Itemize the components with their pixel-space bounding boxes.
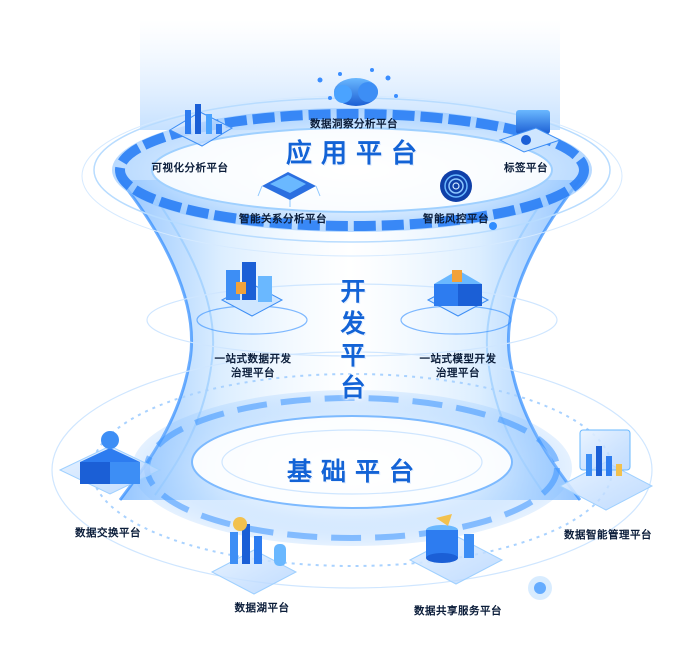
module-risk: 智能风控平台 (423, 213, 489, 225)
model-cube-icon (426, 270, 490, 317)
module-model: 一站式模型开发 治理平台 (420, 352, 497, 380)
module-share: 数据共享服务平台 (414, 605, 502, 617)
data-manage-icon (558, 429, 654, 511)
module-devgov: 一站式数据开发 治理平台 (215, 352, 292, 380)
chip-icon (257, 172, 321, 207)
data-exchange-icon (58, 431, 162, 495)
tag-monitor-icon (498, 110, 562, 153)
cloud-network-icon (317, 68, 398, 106)
module-exchange: 数据交换平台 (75, 527, 141, 539)
development-layer-title: 开发平台 (340, 277, 366, 402)
module-tag: 标签平台 (504, 162, 548, 174)
foundation-layer-title: 基础平台 (287, 457, 424, 486)
module-relation: 智能关系分析平台 (239, 213, 327, 225)
data-share-icon (408, 514, 504, 585)
application-layer-title: 应用平台 (286, 139, 427, 169)
chart-tablet-icon (168, 104, 234, 147)
module-devgov-line1: 一站式数据开发 (214, 353, 292, 365)
module-insight: 数据洞察分析平台 (310, 118, 398, 130)
module-model-line2: 治理平台 (436, 367, 480, 379)
module-model-line1: 一站式模型开发 (419, 353, 497, 365)
data-lake-icon (210, 517, 298, 595)
data-cubes-icon (220, 262, 284, 317)
module-visual: 可视化分析平台 (151, 162, 229, 174)
module-devgov-line2: 治理平台 (231, 367, 275, 379)
module-manage: 数据智能管理平台 (564, 529, 652, 541)
fingerprint-icon (440, 170, 472, 202)
module-lake: 数据湖平台 (234, 602, 290, 614)
